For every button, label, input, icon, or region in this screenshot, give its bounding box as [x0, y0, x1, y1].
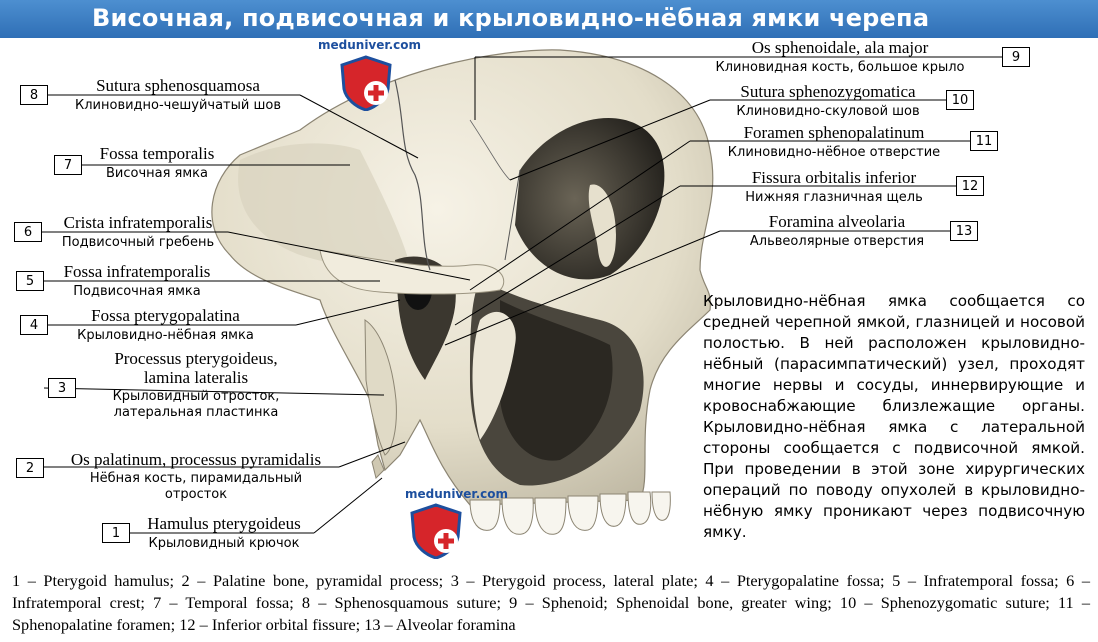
label-number-11: 11 [970, 131, 998, 151]
label-10-russian: Клиновидно-скуловой шов [736, 104, 920, 119]
label-3-latin: Processus pterygoideus, [114, 349, 278, 368]
label-4-latin: Fossa pterygopalatina [91, 306, 240, 325]
leader-lines [42, 56, 1002, 534]
label-2-russian: Нёбная кость, пирамидальный [89, 471, 303, 486]
label-11-latin: Foramen sphenopalatinum [743, 123, 925, 142]
label-number-2: 2 [16, 458, 44, 478]
label-5: Fossa infratemporalis Подвисочная ямка [52, 262, 222, 300]
watermark-text-top: meduniver.com [318, 38, 422, 52]
label-13: Foramina alveolaria Альвеолярные отверст… [730, 212, 944, 250]
label-3-latin-2: lamina lateralis [143, 368, 249, 387]
label-2-latin: Os palatinum, processus pyramidalis [70, 450, 322, 469]
label-number-13: 13 [950, 221, 978, 241]
label-8-latin: Sutura sphenosquamosa [96, 76, 260, 95]
label-number-12: 12 [956, 176, 984, 196]
label-6-latin: Crista infratemporalis [63, 213, 213, 232]
label-6: Crista infratemporalis Подвисочный гребе… [48, 213, 228, 251]
label-7: Fossa temporalis Височная ямка [82, 144, 232, 182]
label-12-russian: Нижняя глазничная щель [745, 190, 923, 205]
label-2-russian-2: отросток [164, 487, 228, 502]
label-8: Sutura sphenosquamosa Клиновидно-чешуйча… [58, 76, 298, 114]
label-9: Os sphenoidale, ala major Клиновидная ко… [690, 38, 990, 76]
label-number-3: 3 [48, 378, 76, 398]
label-9-russian: Клиновидная кость, большое крыло [715, 60, 965, 75]
shield-logo-icon-top [340, 55, 392, 111]
label-number-1: 1 [102, 523, 130, 543]
watermark-text-bottom: meduniver.com [405, 487, 509, 501]
shield-logo-icon-bottom [410, 503, 462, 559]
label-10: Sutura sphenozygomatica Клиновидно-скуло… [712, 82, 944, 120]
figure-caption: 1 – Pterygoid hamulus; 2 – Palatine bone… [12, 571, 1090, 634]
label-13-russian: Альвеолярные отверстия [749, 234, 925, 249]
label-4-russian: Крыловидно-нёбная ямка [77, 328, 254, 343]
description-paragraph: Крыловидно-нёбная ямка сообщается со сре… [703, 292, 1085, 541]
label-1: Hamulus pterygoideus Крыловидный крючок [132, 514, 316, 552]
title-bar: Височная, подвисочная и крыловидно-нёбна… [0, 0, 1098, 38]
skull-illustration [42, 49, 1002, 535]
label-3-russian: Крыловидный отросток, [112, 389, 280, 404]
label-12: Fissura orbitalis inferior Нижняя глазни… [718, 168, 950, 206]
label-number-9: 9 [1002, 47, 1030, 67]
label-number-6: 6 [14, 222, 42, 242]
label-5-russian: Подвисочная ямка [73, 284, 201, 299]
label-4: Fossa pterygopalatina Крыловидно-нёбная … [58, 306, 273, 344]
label-7-latin: Fossa temporalis [99, 144, 215, 163]
label-number-10: 10 [946, 90, 974, 110]
label-1-russian: Крыловидный крючок [148, 536, 300, 551]
label-number-8: 8 [20, 85, 48, 105]
label-3-russian-2: латеральная пластинка [113, 405, 279, 420]
label-1-latin: Hamulus pterygoideus [147, 514, 301, 533]
label-9-latin: Os sphenoidale, ala major [751, 38, 929, 57]
label-11-russian: Клиновидно-нёбное отверстие [727, 145, 941, 160]
label-5-latin: Fossa infratemporalis [63, 262, 211, 281]
label-11: Foramen sphenopalatinum Клиновидно-нёбно… [702, 123, 966, 161]
label-number-7: 7 [54, 155, 82, 175]
label-10-latin: Sutura sphenozygomatica [740, 82, 916, 101]
label-6-russian: Подвисочный гребень [61, 235, 215, 250]
label-3: Processus pterygoideus, lamina lateralis… [86, 349, 306, 421]
label-8-russian: Клиновидно-чешуйчатый шов [75, 98, 281, 113]
label-12-latin: Fissura orbitalis inferior [751, 168, 917, 187]
label-7-russian: Височная ямка [105, 166, 208, 181]
teeth [469, 491, 671, 535]
label-13-latin: Foramina alveolaria [768, 212, 906, 231]
label-number-5: 5 [16, 271, 44, 291]
label-2: Os palatinum, processus pyramidalis Нёбн… [52, 450, 340, 503]
label-number-4: 4 [20, 315, 48, 335]
page-title: Височная, подвисочная и крыловидно-нёбна… [92, 4, 930, 32]
